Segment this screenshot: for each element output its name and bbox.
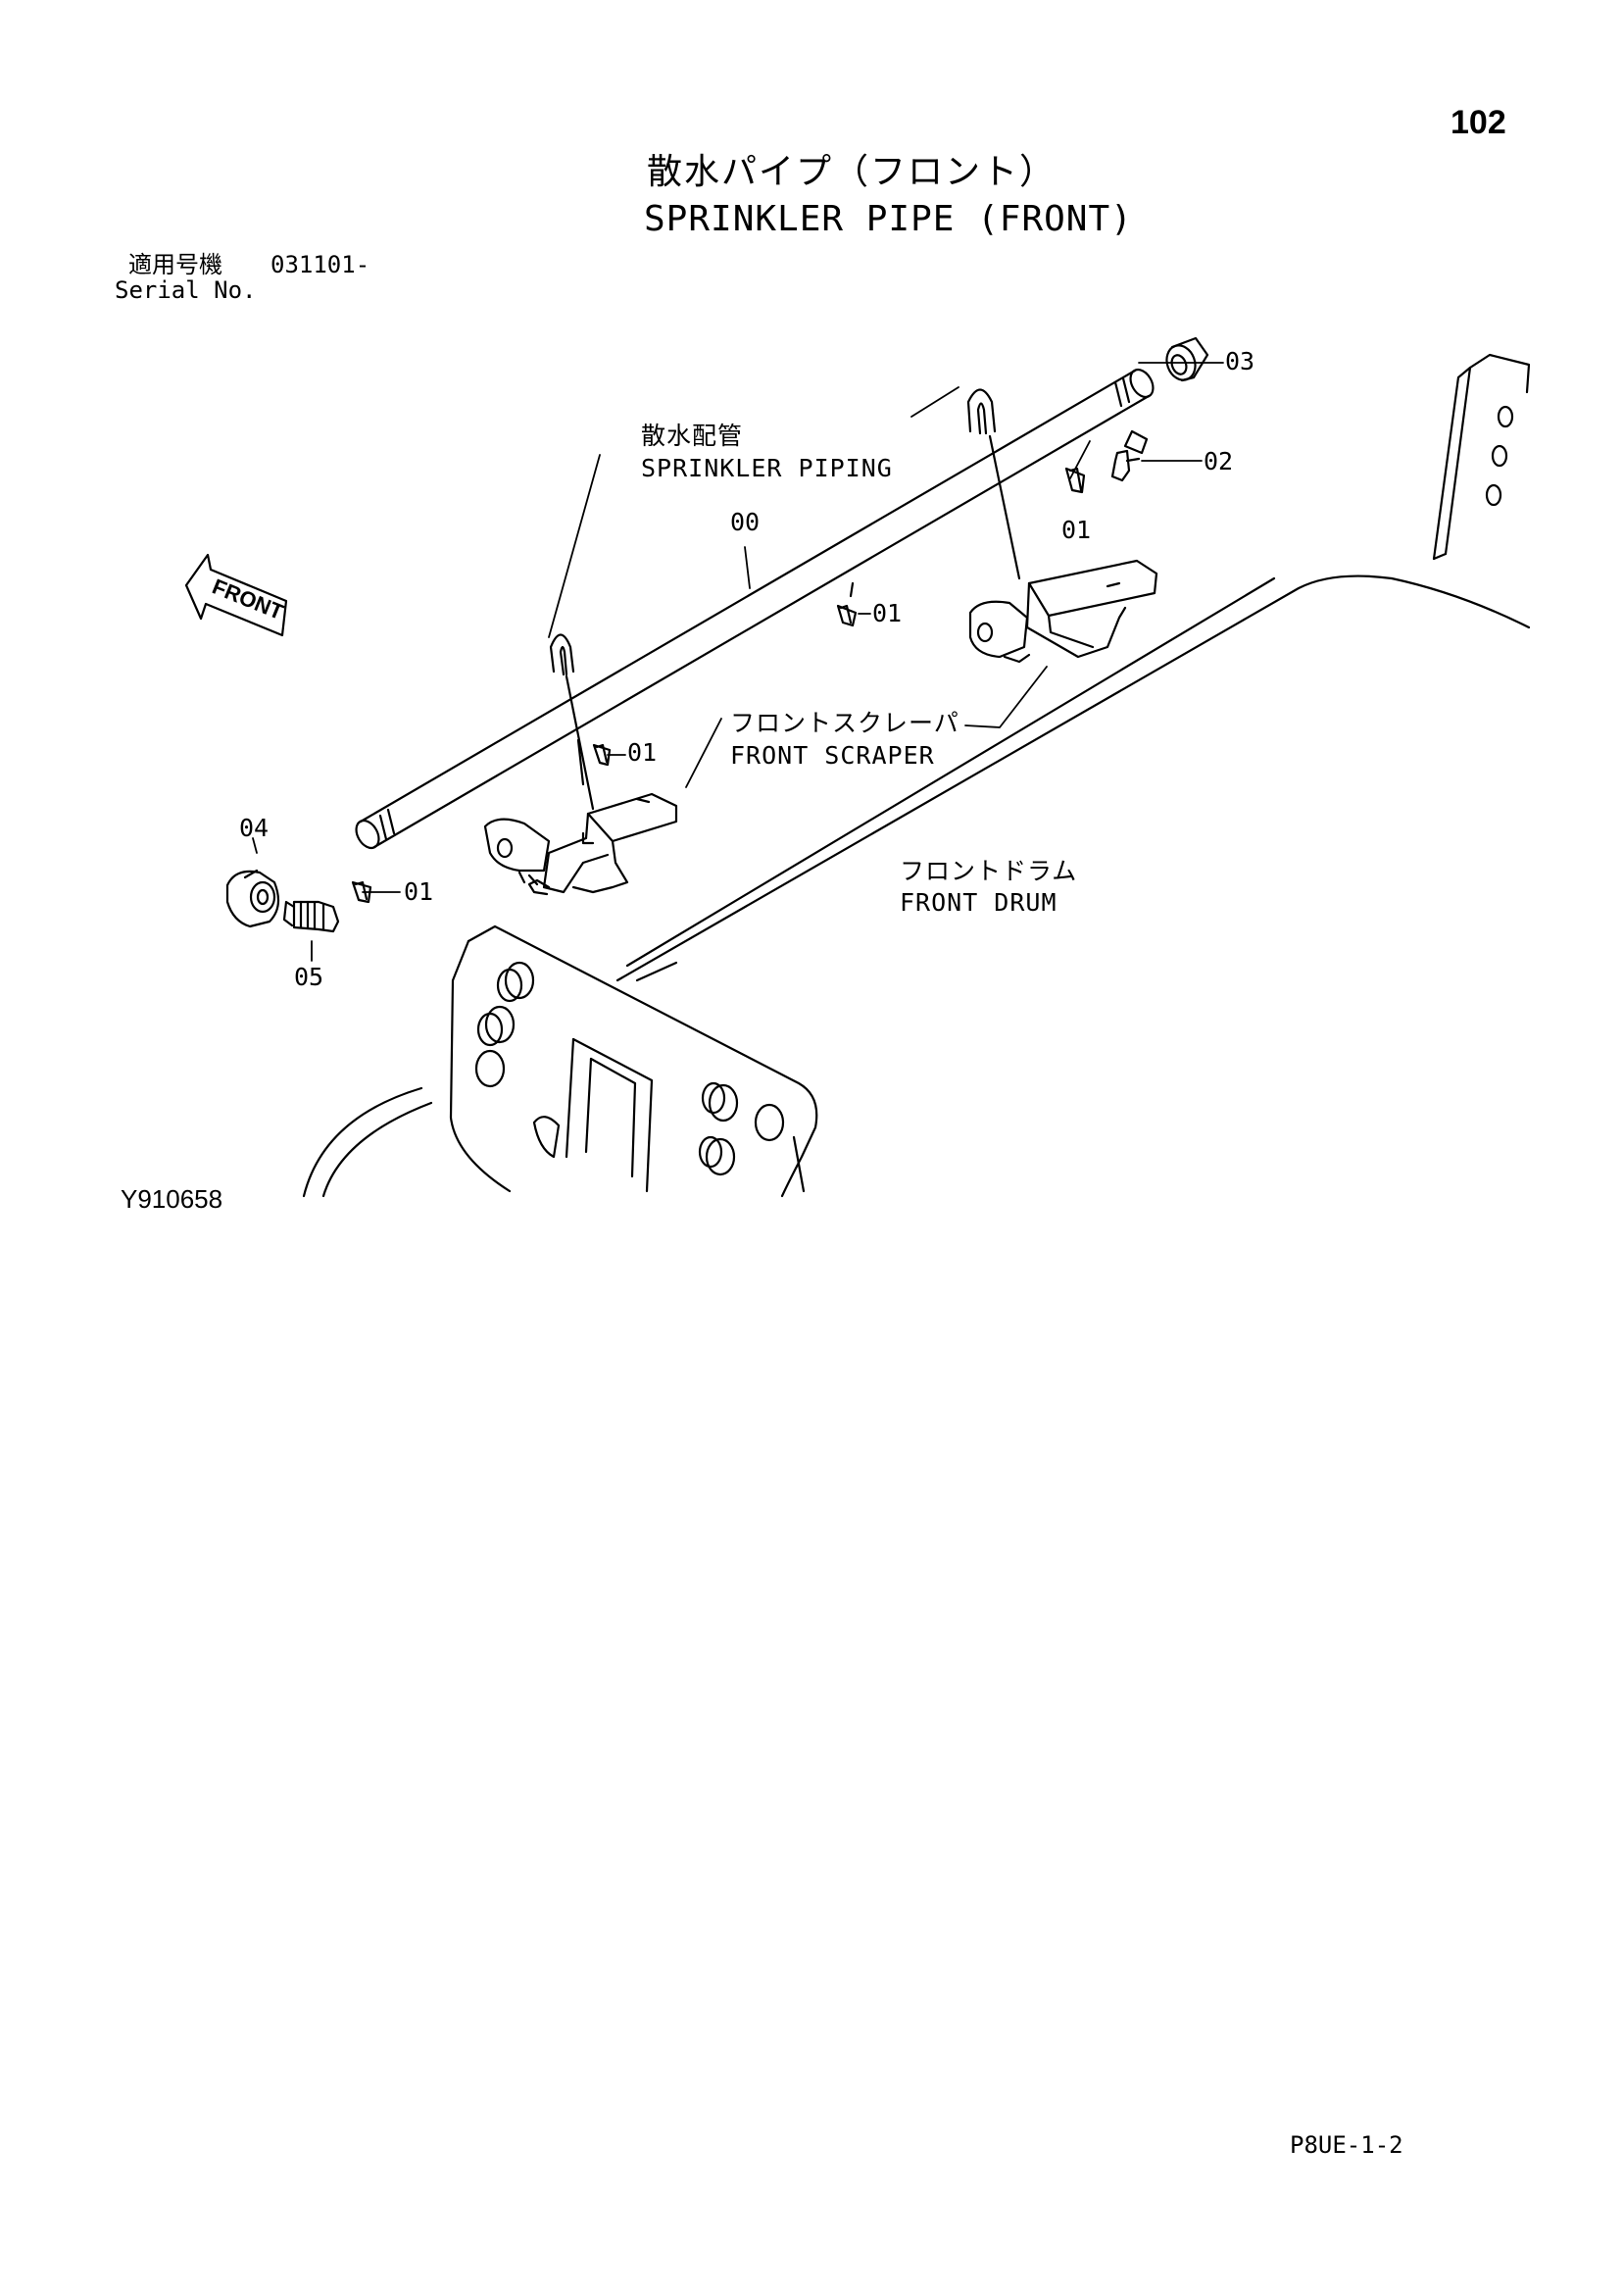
- callout-00: 00: [730, 508, 761, 536]
- grease-fitting-left-end: [351, 880, 372, 904]
- label-front-drum-jp: フロントドラム: [900, 857, 1078, 885]
- drum-side-plate: [302, 924, 818, 1198]
- front-arrow-label: FRONT: [209, 574, 287, 624]
- callout-01-left-mid: 01: [627, 738, 658, 767]
- callout-03: 03: [1225, 347, 1255, 375]
- leader-lines: [252, 362, 1224, 962]
- front-drum: [615, 574, 1531, 982]
- label-front-scraper-en: FRONT SCRAPER: [730, 741, 935, 770]
- label-front-scraper-jp: フロントスクレーパ: [730, 709, 959, 737]
- page-code: P8UE-1-2: [1290, 2131, 1403, 2159]
- frame-right-edge: [1432, 353, 1531, 561]
- callout-01-center: 01: [872, 599, 903, 627]
- pipe-cap-03: [1165, 336, 1209, 382]
- u-bolt-right: [966, 388, 1021, 580]
- callout-04: 04: [239, 814, 270, 842]
- figure-id: Y910658: [121, 1184, 223, 1214]
- sprinkler-nozzle-02: [1110, 429, 1149, 482]
- label-sprinkler-piping-en: SPRINKLER PIPING: [641, 454, 893, 482]
- front-arrow: [184, 553, 288, 637]
- serial-label-english: Serial No.: [115, 276, 257, 304]
- callout-02: 02: [1204, 447, 1234, 475]
- grease-fitting-right: [1064, 467, 1086, 494]
- grease-fitting-center: [836, 581, 858, 627]
- page-number: 102: [1451, 104, 1506, 141]
- sprinkler-pipe-00: [355, 368, 1155, 850]
- front-scraper-bracket-left: [483, 792, 678, 896]
- label-front-drum-en: FRONT DRUM: [900, 888, 1057, 917]
- elbow-fitting-04: [225, 869, 280, 928]
- serial-label-japanese: 適用号機: [128, 251, 222, 278]
- callout-05: 05: [294, 963, 324, 991]
- title-english: SPRINKLER PIPE (FRONT): [644, 199, 1133, 239]
- u-bolt-left: [549, 633, 595, 811]
- serial-number-value: 031101-: [270, 251, 370, 278]
- hose-nipple-05: [282, 900, 340, 933]
- grease-fitting-left-mid: [592, 743, 612, 767]
- title-japanese: 散水パイプ（フロント）: [647, 152, 1057, 192]
- callout-01-left-end: 01: [404, 877, 434, 906]
- front-scraper-bracket-right: [968, 559, 1158, 664]
- callout-01-right: 01: [1061, 516, 1092, 544]
- label-sprinkler-piping-jp: 散水配管: [641, 422, 744, 450]
